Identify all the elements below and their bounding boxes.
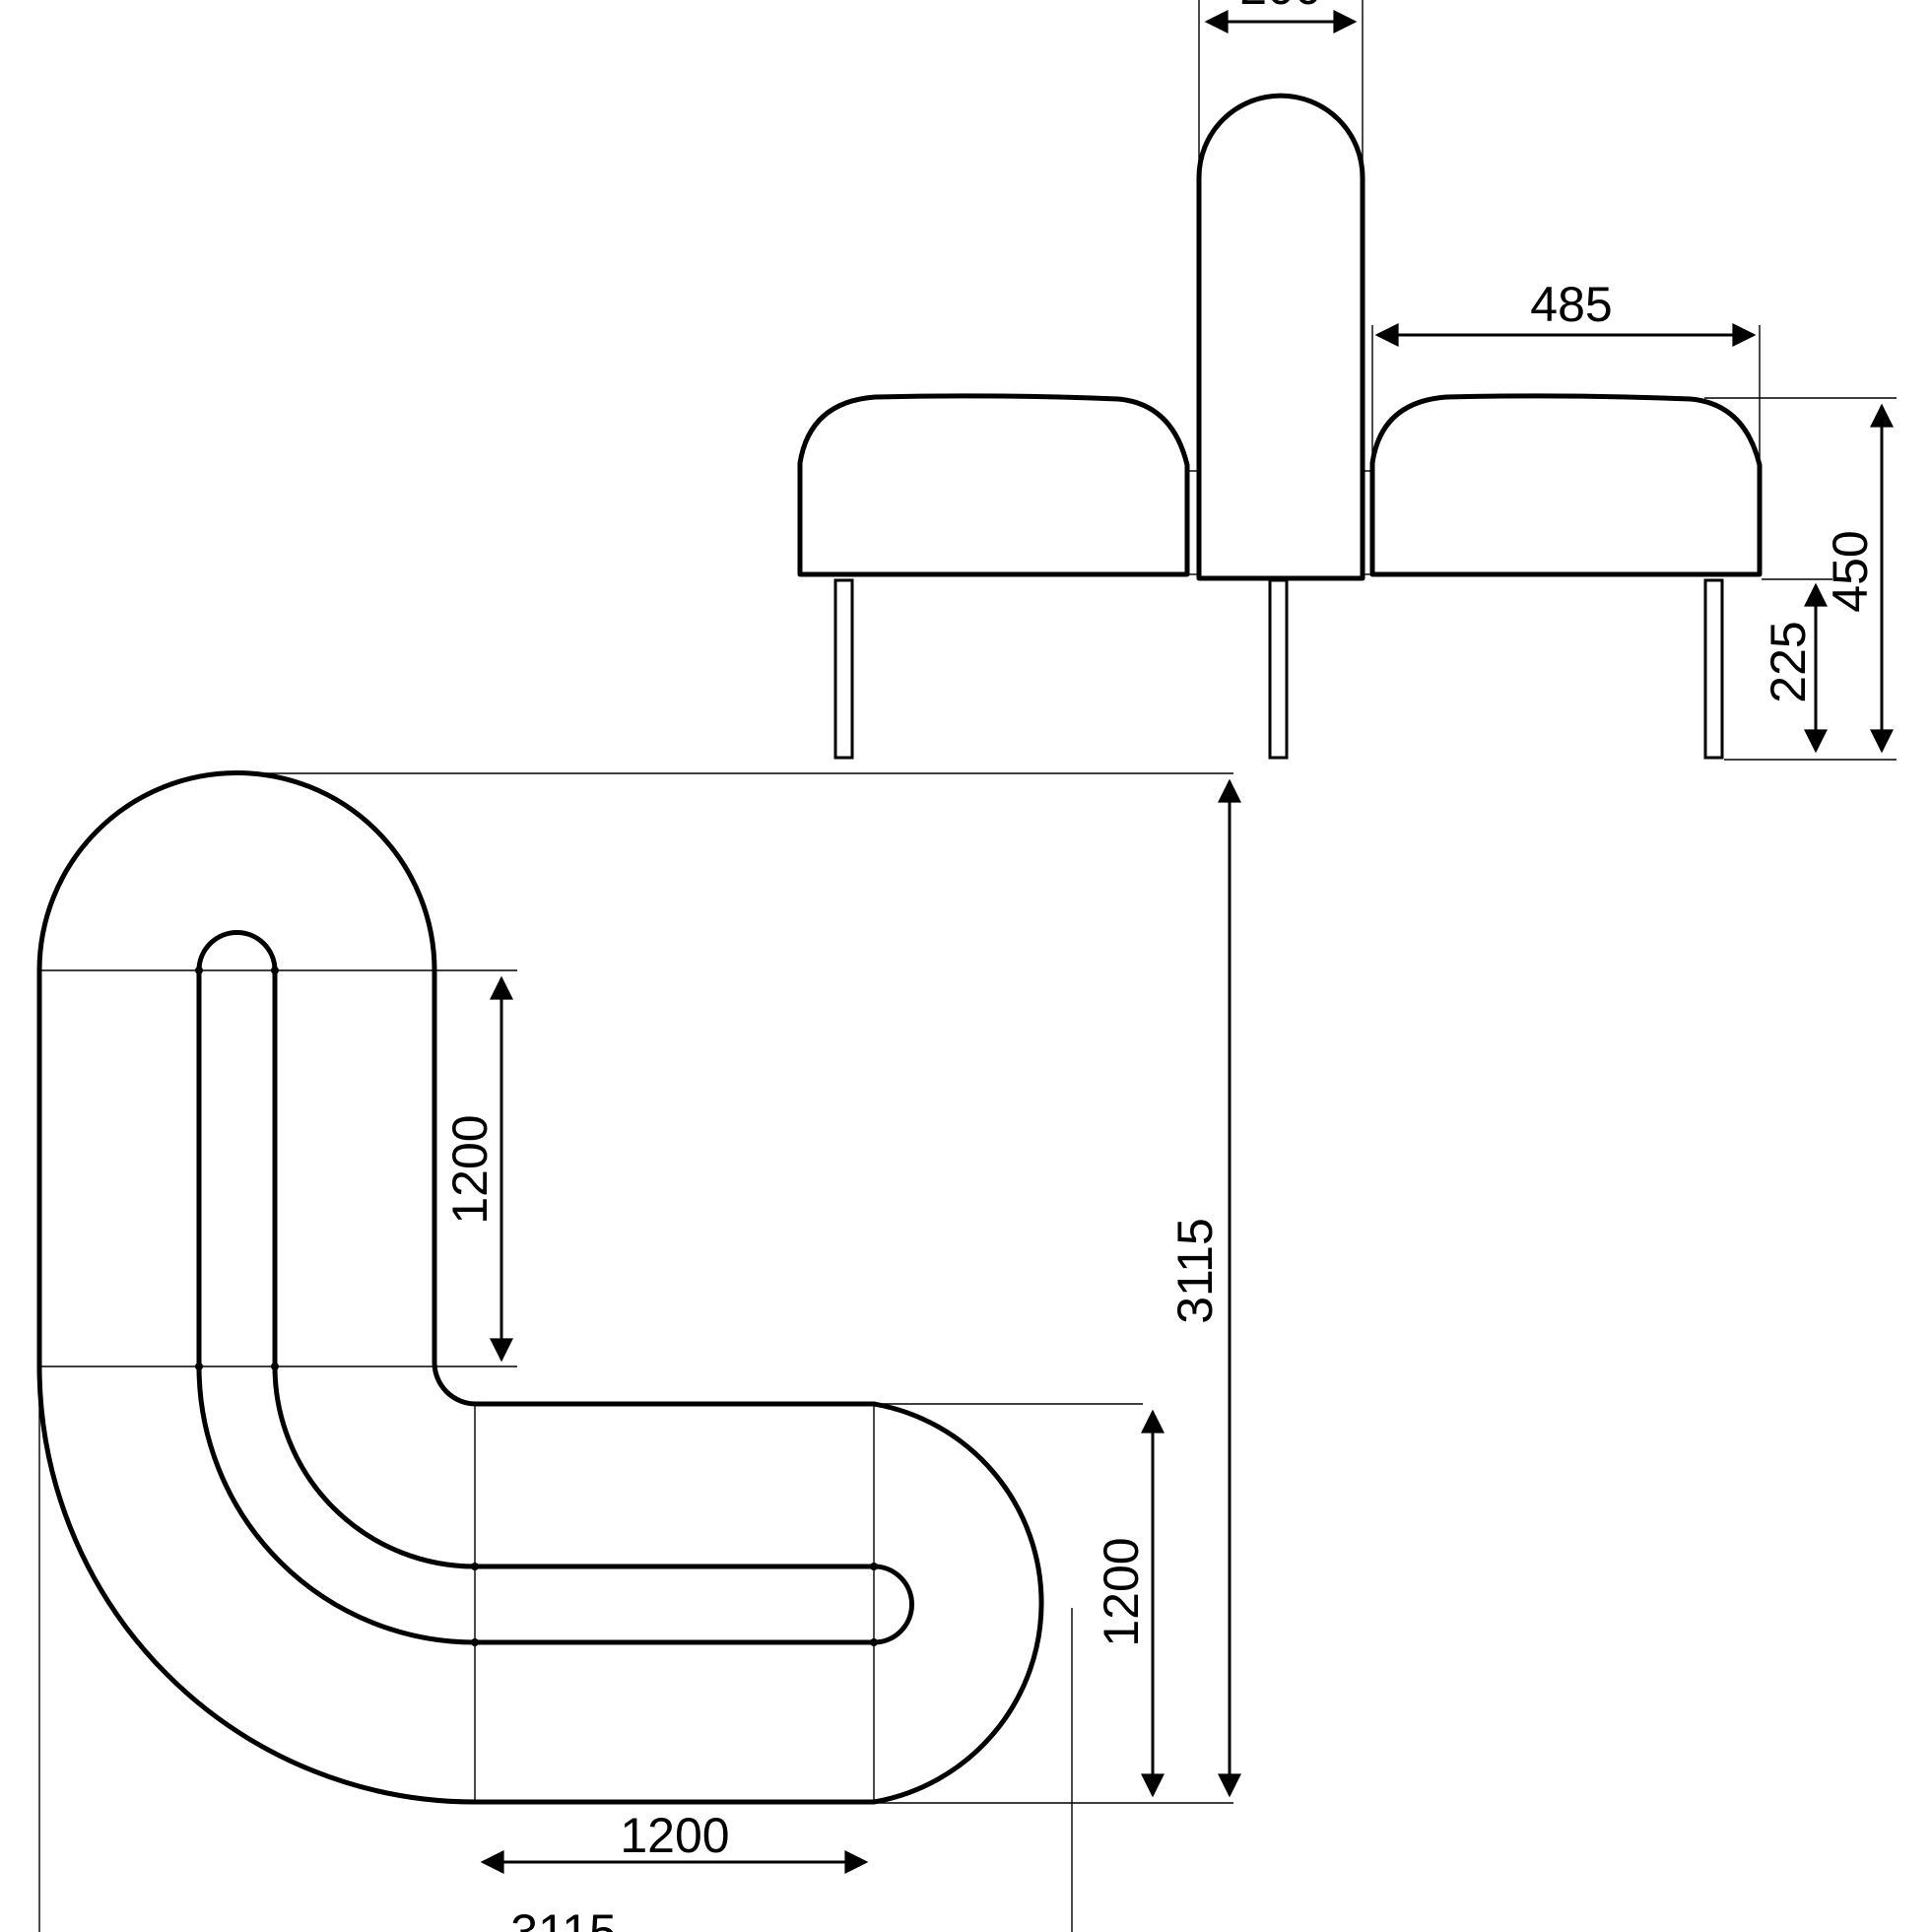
backrest bbox=[1196, 93, 1365, 581]
seam-joint-dots bbox=[195, 966, 878, 1646]
seat-cushion-left bbox=[797, 393, 1190, 577]
dimension-label-vertical-straight: 1200 bbox=[442, 1114, 498, 1224]
sofa-leg-right bbox=[1703, 578, 1724, 760]
seat-joint-left bbox=[1186, 470, 1200, 575]
dimension-label-horizontal-length: 1200 bbox=[620, 1808, 729, 1863]
dimension-label-overall-height: 450 bbox=[1823, 530, 1878, 612]
dimension-label-horizontal-depth: 1200 bbox=[1094, 1537, 1149, 1646]
seam-end-cap-top bbox=[196, 930, 278, 973]
plan-top-view: 1200 3115 1200 1200 3115 bbox=[36, 770, 1241, 1932]
sofa-inner-seam-b bbox=[272, 967, 877, 1569]
seat-joint-right bbox=[1362, 470, 1373, 575]
dimension-label-overall-plan-height: 3115 bbox=[1167, 1218, 1223, 1324]
side-elevation-view: 200 485 450 225 bbox=[797, 0, 1897, 761]
sofa-leg-left bbox=[833, 578, 854, 760]
seam-end-cap-right bbox=[871, 1564, 914, 1645]
dimension-label-overall-plan-width: 3115 bbox=[510, 1904, 617, 1932]
sofa-inner-seam-a bbox=[196, 967, 877, 1645]
dimension-label-seat-clearance: 225 bbox=[1761, 621, 1816, 702]
dimension-label-seat-depth: 485 bbox=[1530, 277, 1612, 332]
seat-cushion-right bbox=[1369, 393, 1763, 577]
sofa-outer-outline bbox=[36, 770, 1044, 1805]
dimension-label-backrest-width: 200 bbox=[1239, 0, 1321, 15]
sofa-leg-center bbox=[1268, 578, 1289, 760]
